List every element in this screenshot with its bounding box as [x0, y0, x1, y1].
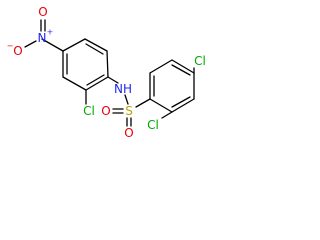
atom-o-nitro-top: O: [38, 5, 47, 19]
bond-r2-c3-c4-inner: [171, 64, 191, 76]
bond-network: [24, 19, 195, 127]
bond-r2-c6-cl: [161, 111, 173, 119]
atom-labels: O N + O − Cl NH S O O Cl Cl: [7, 5, 206, 140]
atom-cl-ring1: Cl: [83, 104, 95, 118]
bond-c1-nh: [107, 76, 119, 84]
bond-r1-c2-c3-inner: [85, 43, 104, 55]
atom-n-nitro: N: [38, 31, 47, 45]
atom-cl-ring2-bottom: Cl: [147, 118, 159, 132]
chemical-structure-diagram: O N + O − Cl NH S O O Cl Cl: [7, 5, 206, 140]
bond-r1-c6-c1-inner: [86, 74, 105, 86]
bond-r1-c5-c6: [62, 76, 87, 91]
atom-o-nitro-left-charge: −: [7, 42, 14, 51]
atom-s: S: [125, 104, 133, 118]
bond-c4-nitro-n: [41, 38, 64, 52]
bond-r1-c6-c1: [85, 76, 109, 91]
bond-nitro-n-o-left: [24, 40, 37, 48]
bond-r1-c3-c4: [62, 38, 86, 52]
bond-r1-c2-c3: [84, 38, 108, 52]
bond-r1-c1-c2: [106, 50, 109, 78]
atom-o-nitro-left: O: [13, 44, 22, 58]
atom-nh: NH: [114, 82, 132, 96]
bond-r2-c2-c3: [149, 59, 173, 74]
bond-r2-c5-c6: [171, 98, 195, 113]
atom-cl-ring2-top: Cl: [194, 54, 206, 68]
bond-r2-c6-c1: [149, 98, 173, 113]
atom-n-nitro-charge: +: [47, 28, 54, 37]
bond-s-r2: [135, 98, 151, 108]
bond-nh-s: [124, 94, 129, 105]
bond-r2-c3-c4: [171, 59, 195, 74]
atom-o-sulfonyl-left: O: [101, 104, 110, 118]
bond-r2-c5-c6-inner: [171, 96, 191, 108]
atom-o-sulfonyl-bottom: O: [124, 126, 133, 140]
